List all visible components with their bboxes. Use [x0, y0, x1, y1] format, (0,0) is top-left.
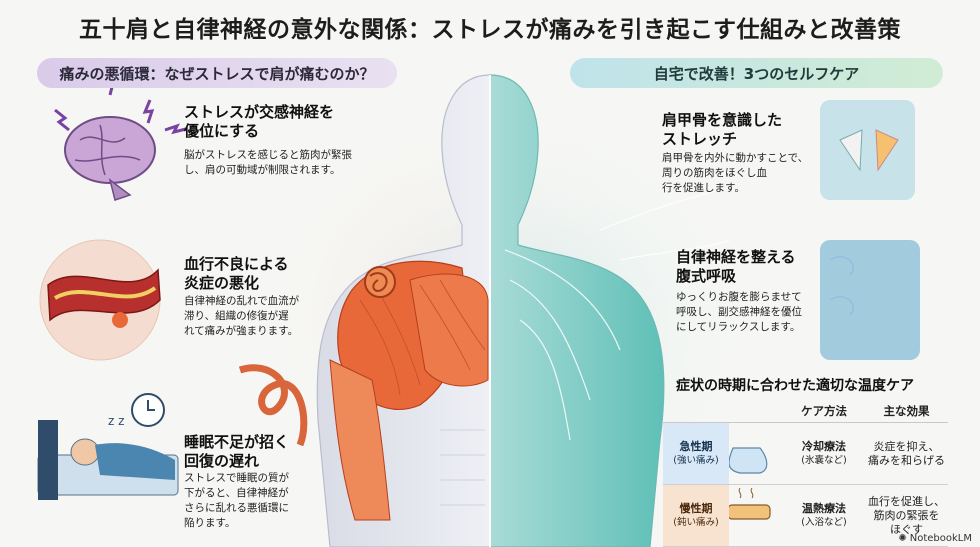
- left-section-header: 痛みの悪循環：なぜストレスで肩が痛むのか？: [37, 58, 397, 88]
- breathing-body: ゆっくりお腹を膨らませて 呼吸し、副交感神経を優位 にしてリラックスします。: [676, 291, 802, 333]
- temperature-care-title: 症状の時期に合わせた適切な温度ケア: [676, 378, 914, 394]
- stretch-body: 肩甲骨を内外に動かすことで、周りの筋肉をほぐし血 行を促進します。: [662, 152, 809, 194]
- method-label: 温熱療法: [802, 501, 846, 515]
- blood-flow-title: 血行不良による 炎症の悪化: [184, 255, 289, 292]
- breathing-title: 自律神経を整える 腹式呼吸: [676, 248, 796, 285]
- method-label: 冷却療法: [802, 439, 846, 453]
- blood-flow-body: 自律神経の乱れで血流が 滞り、組織の修復が遅 れて痛みが強まります。: [184, 295, 300, 337]
- credit: ✺ NotebookLM: [898, 533, 972, 544]
- right-section-header: 自宅で改善！3つのセルフケア: [570, 58, 943, 88]
- method-note: (入浴など): [801, 516, 847, 528]
- table-header-row: ケア方法 主な効果: [663, 400, 948, 423]
- effect-text: 炎症を抑え、 痛みを和らげる: [865, 422, 948, 485]
- col-method: ケア方法: [783, 400, 865, 423]
- sleep-title: 睡眠不足が招く 回復の遅れ: [184, 433, 290, 470]
- notebooklm-logo-icon: ✺: [898, 533, 907, 544]
- table-row: 急性期(強い痛み) 冷却療法(氷嚢など) 炎症を抑え、 痛みを和らげる: [663, 422, 948, 485]
- svg-text:z z: z z: [108, 414, 124, 428]
- breathing-person-icon: [820, 240, 920, 360]
- temperature-care-table: ケア方法 主な効果 急性期(強い痛み) 冷却療法(氷嚢など) 炎症を抑え、 痛み…: [663, 400, 948, 547]
- brain-icon: [54, 82, 187, 201]
- col-effect: 主な効果: [865, 400, 948, 423]
- stretch-title: 肩甲骨を意識した ストレッチ: [662, 111, 783, 148]
- effect-text: 血行を促進し、 筋肉の緊張を ほぐす: [865, 484, 948, 547]
- stress-body: 脳がストレスを感じると筋肉が緊張 し、肩の可動域が制限されます。: [184, 149, 352, 176]
- phase-label: 慢性期: [679, 501, 713, 515]
- sleep-body: ストレスで睡眠の質が 下がると、自律神経が さらに乱れる悪循環に 陥ります。: [184, 472, 289, 529]
- table-row: 慢性期(鈍い痛み) 温熱療法(入浴など) 血行を促進し、 筋肉の緊張を ほぐす: [663, 484, 948, 547]
- phase-note: (鈍い痛み): [673, 516, 719, 528]
- blood-vessel-icon: [39, 239, 161, 361]
- phase-label: 急性期: [679, 439, 713, 453]
- phase-note: (強い痛み): [673, 454, 719, 466]
- credit-text: NotebookLM: [909, 533, 972, 544]
- method-note: (氷嚢など): [801, 454, 847, 466]
- shoulder-blade-icon: [820, 100, 915, 200]
- stress-title: ストレスが交感神経を 優位にする: [184, 103, 335, 140]
- sleeping-person-icon: z z: [37, 393, 179, 500]
- page-title: 五十肩と自律神経の意外な関係：ストレスが痛みを引き起こす仕組みと改善策: [78, 17, 902, 43]
